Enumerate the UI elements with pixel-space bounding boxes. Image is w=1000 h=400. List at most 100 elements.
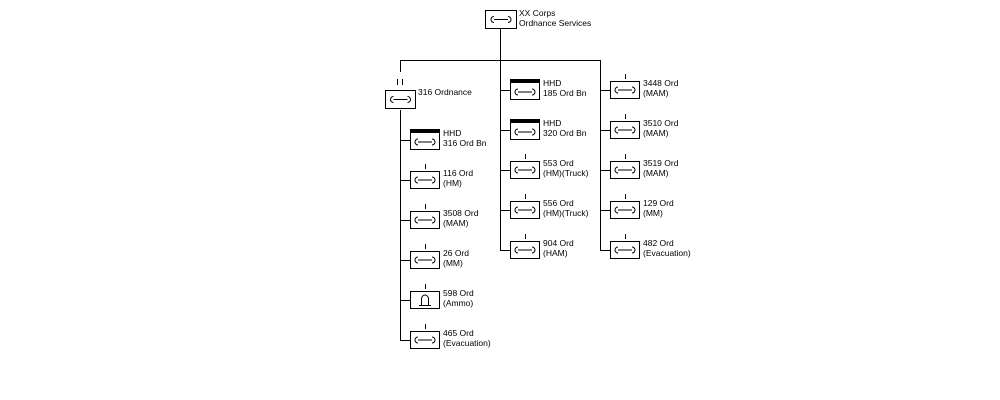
echelon-mark: [625, 234, 626, 239]
connector-branch: [500, 250, 510, 251]
unit-label: 129 Ord(MM): [643, 198, 674, 218]
echelon-mark: [625, 154, 626, 159]
unit-symbol: [510, 241, 540, 259]
connector-branch: [400, 260, 410, 261]
unit-symbol: [510, 201, 540, 219]
unit-label: 465 Ord(Evacuation): [443, 328, 491, 348]
connector-branch: [400, 340, 410, 341]
maintenance-icon: [514, 166, 536, 174]
echelon-mark: [425, 284, 426, 289]
unit-symbol: [410, 211, 440, 229]
unit-label-line2: 316 Ord Bn: [443, 137, 487, 148]
echelon-mark: [625, 74, 626, 79]
maintenance-icon: [414, 256, 436, 264]
unit-label-line1: 3519 Ord: [643, 158, 679, 168]
unit-label-line2: (MAM): [443, 217, 469, 228]
maintenance-icon: [414, 336, 436, 344]
unit-label-line1: 598 Ord: [443, 288, 474, 298]
unit-label-line2: (HM)(Truck): [543, 167, 589, 178]
unit-label: 553 Ord(HM)(Truck): [543, 158, 589, 178]
echelon-mark: [625, 194, 626, 199]
maintenance-icon: [514, 246, 536, 254]
unit-label: 3510 Ord(MAM): [643, 118, 679, 138]
connector-branch: [600, 170, 610, 171]
echelon-mark: [425, 164, 426, 169]
unit-symbol: [610, 81, 640, 99]
unit-label-line1: 556 Ord: [543, 198, 574, 208]
maintenance-icon: [514, 206, 536, 214]
connector-branch: [600, 90, 610, 91]
echelon-mark: [425, 324, 426, 329]
unit-symbol: [610, 201, 640, 219]
maintenance-icon: [614, 246, 636, 254]
unit-symbol: [510, 79, 540, 100]
unit-label: 3508 Ord(MAM): [443, 208, 478, 228]
connector-corps-down: [500, 29, 501, 60]
connector-branch: [600, 130, 610, 131]
unit-symbol: [510, 119, 540, 140]
unit-symbol: [510, 161, 540, 179]
unit-label-line1: HHD: [543, 78, 562, 88]
group-label-text: 316 Ordnance: [418, 87, 472, 97]
group-echelon-mark-2: [402, 79, 403, 85]
unit-label-line2: (MAM): [643, 87, 669, 98]
unit-label-line1: 3510 Ord: [643, 118, 679, 128]
unit-label-line1: 116 Ord: [443, 168, 474, 178]
connector-col1-spine: [400, 110, 401, 341]
maintenance-icon: [514, 128, 536, 136]
maintenance-icon: [490, 16, 512, 23]
connector-branch: [400, 180, 410, 181]
unit-label: 482 Ord(Evacuation): [643, 238, 691, 258]
unit-label-line2: (MM): [643, 207, 663, 218]
unit-symbol: [410, 251, 440, 269]
connector-branch: [400, 300, 410, 301]
connector-branch: [500, 210, 510, 211]
unit-label-line2: 185 Ord Bn: [543, 87, 587, 98]
group-unit-symbol: [385, 90, 416, 109]
unit-label-line1: 26 Ord: [443, 248, 469, 258]
unit-label: 26 Ord(MM): [443, 248, 469, 268]
unit-label-line2: (MM): [443, 257, 463, 268]
echelon-mark: [425, 244, 426, 249]
unit-label-line1: 482 Ord: [643, 238, 674, 248]
unit-label-line1: 465 Ord: [443, 328, 474, 338]
unit-symbol: [610, 121, 640, 139]
connector-branch: [500, 130, 510, 131]
unit-label: 3448 Ord(MAM): [643, 78, 678, 98]
echelon-mark: [425, 204, 426, 209]
echelon-mark: [525, 194, 526, 199]
unit-label: 904 Ord(HAM): [543, 238, 574, 258]
unit-label-line2: (MAM): [643, 167, 669, 178]
maintenance-icon: [614, 206, 636, 214]
unit-label-line2: (MAM): [643, 127, 669, 138]
maintenance-icon: [514, 88, 536, 96]
unit-label-line1: HHD: [443, 128, 462, 138]
unit-symbol: [410, 331, 440, 349]
unit-label-line1: HHD: [543, 118, 562, 128]
unit-label-line2: (Ammo): [443, 297, 474, 308]
maintenance-icon: [414, 176, 436, 184]
corps-label: XX Corps Ordnance Services: [519, 8, 592, 28]
unit-symbol: [610, 241, 640, 259]
unit-label-line2: (HAM): [543, 247, 568, 258]
connector-col3-spine: [600, 60, 601, 251]
unit-label: 116 Ord(HM): [443, 168, 474, 188]
corps-label-line1: XX Corps: [519, 8, 556, 18]
connector-branch: [600, 250, 610, 251]
unit-symbol: [410, 291, 440, 309]
connector-branch: [600, 210, 610, 211]
unit-label: 556 Ord(HM)(Truck): [543, 198, 588, 218]
echelon-mark: [625, 114, 626, 119]
unit-symbol: [410, 129, 440, 150]
maintenance-icon: [614, 166, 636, 174]
unit-label: 3519 Ord(MAM): [643, 158, 679, 178]
maintenance-icon: [614, 86, 636, 94]
maintenance-icon: [390, 96, 411, 103]
unit-label-line2: (Evacuation): [643, 247, 691, 258]
maintenance-icon: [414, 216, 436, 224]
connector-col2-spine: [500, 60, 501, 251]
corps-label-line2: Ordnance Services: [519, 17, 592, 28]
